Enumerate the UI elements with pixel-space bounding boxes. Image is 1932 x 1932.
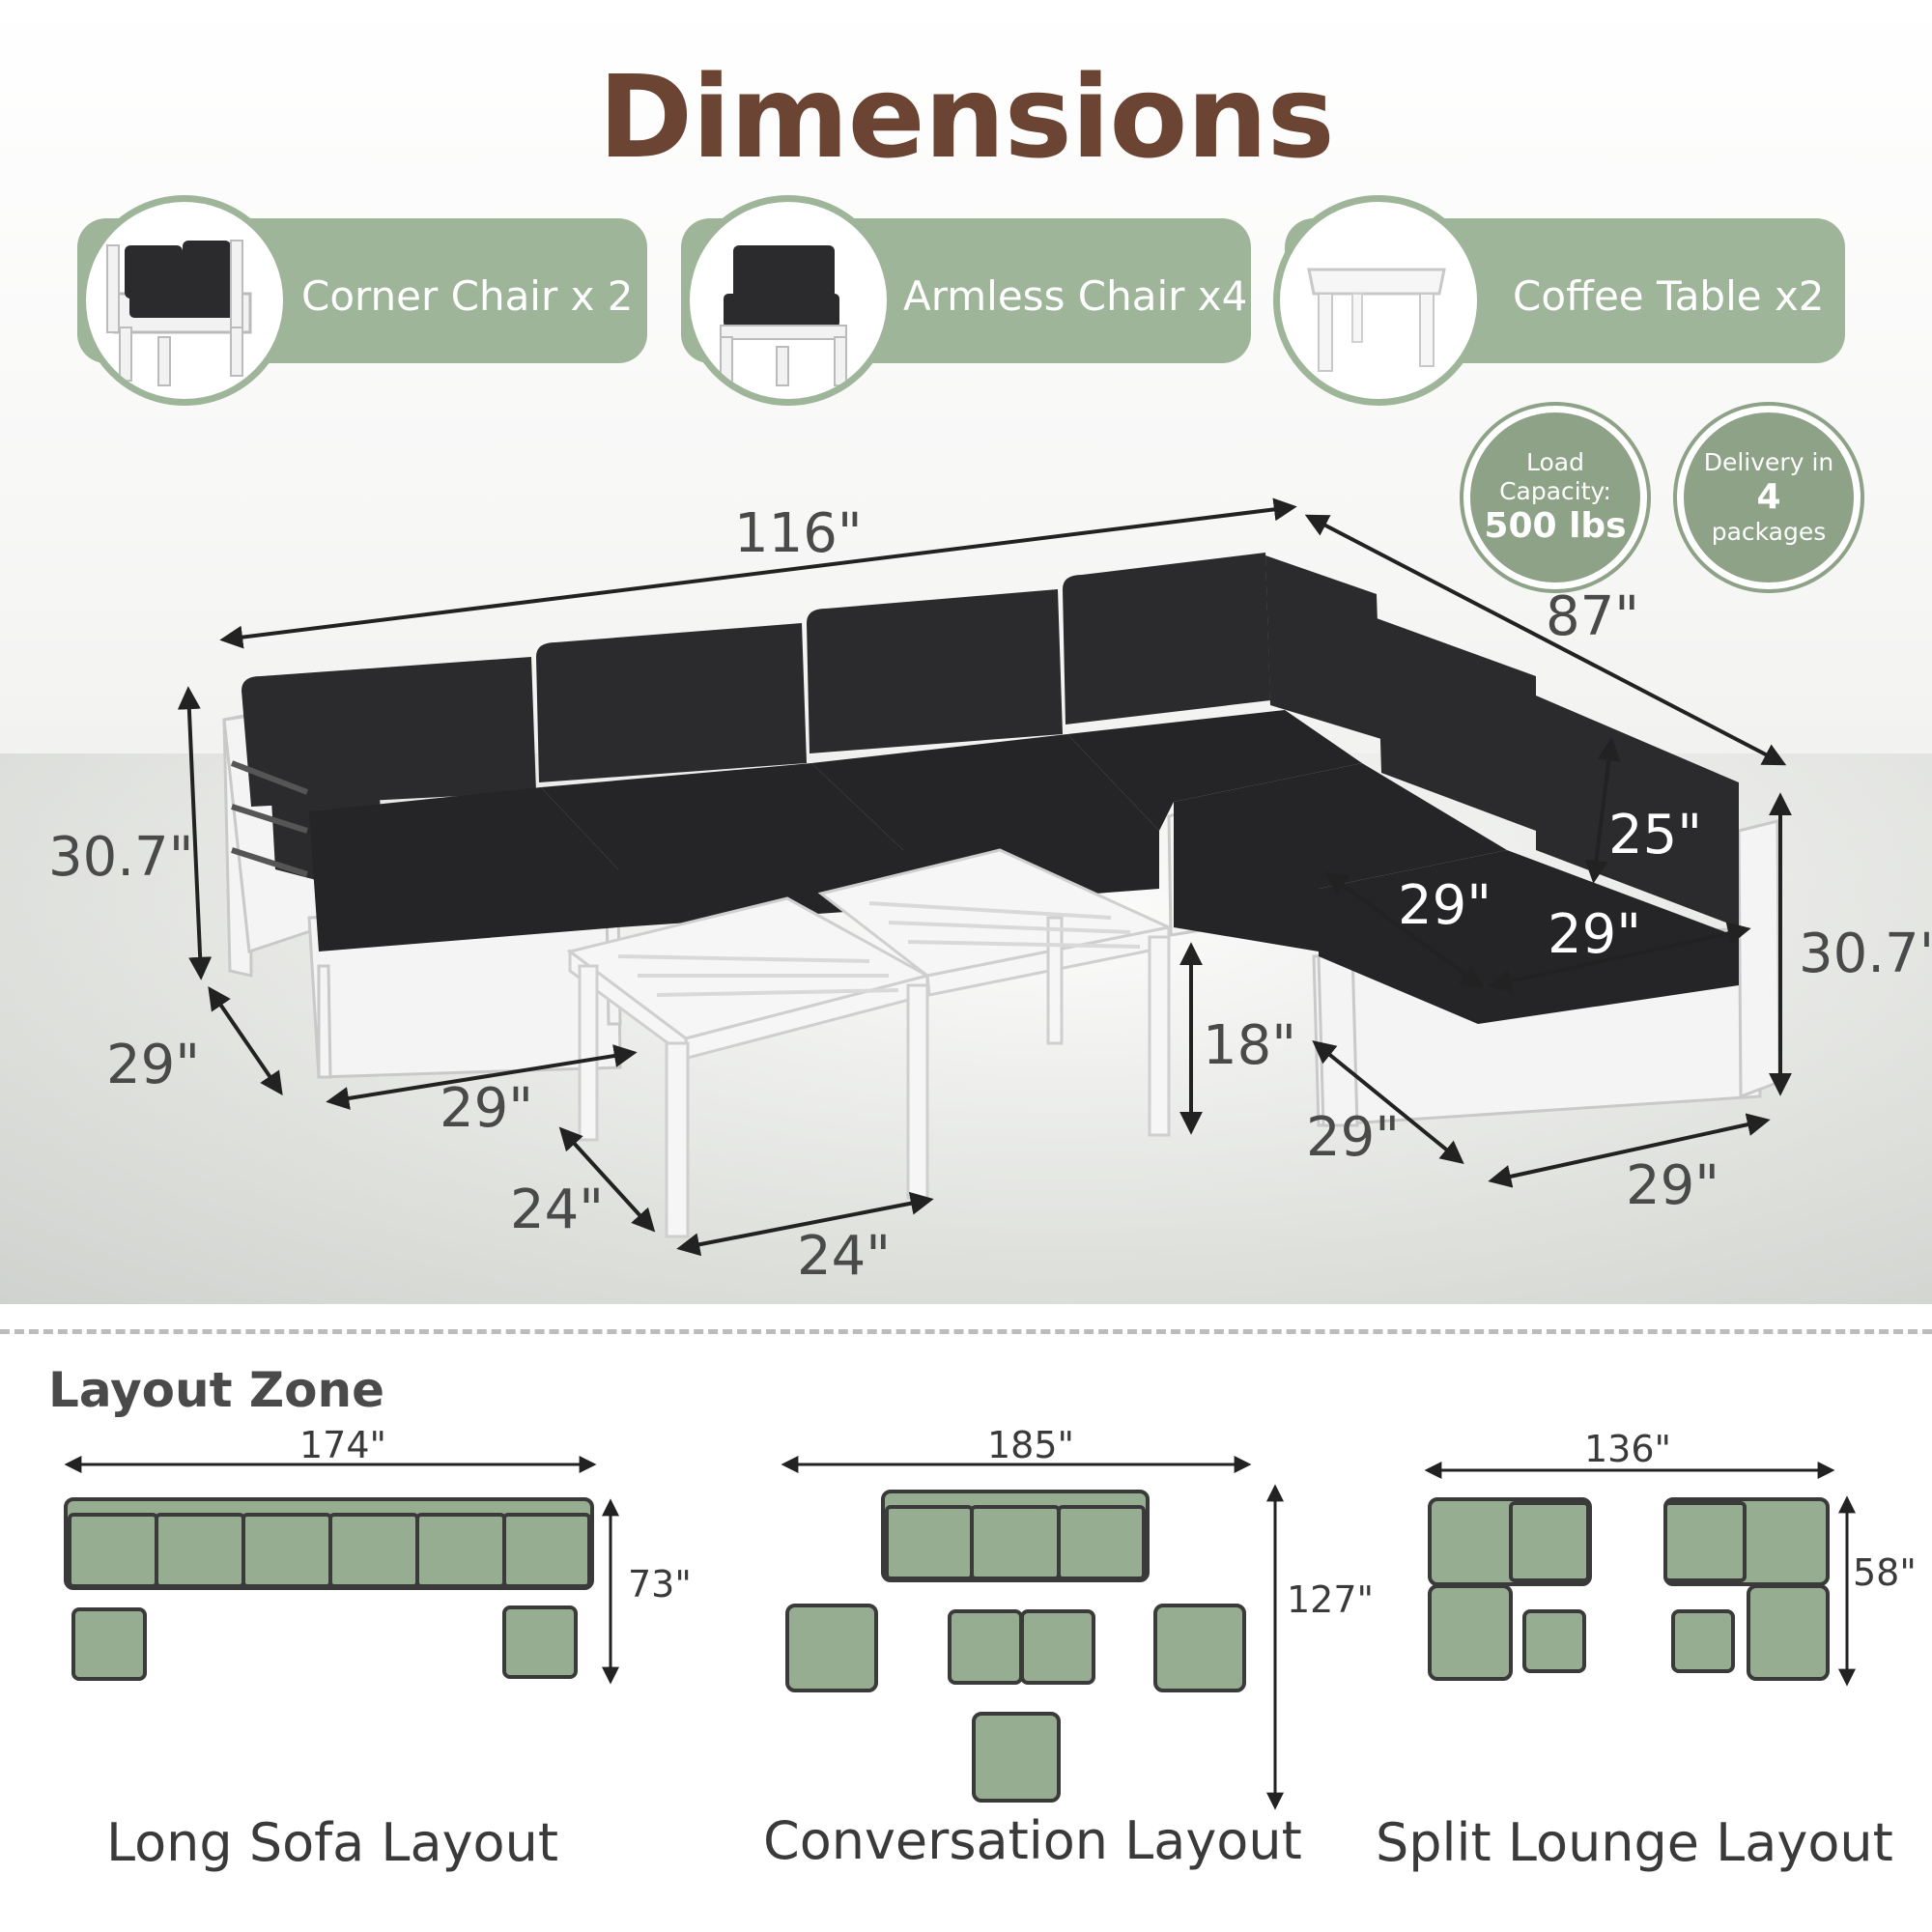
dim-table-width: 24"	[797, 1225, 892, 1288]
dim-seat-depth: 29"	[1398, 874, 1492, 937]
dim-right-depth: 29"	[1306, 1106, 1401, 1169]
table-slats	[617, 901, 1141, 997]
split-lounge-layout-diagram	[1428, 1497, 1830, 1681]
coffee-table-icon	[1273, 195, 1484, 406]
dimension-arrows	[177, 497, 1792, 1257]
left-arm-slats	[230, 760, 309, 877]
armless-chair-icon	[683, 195, 894, 406]
dim-right-front: 29"	[1626, 1154, 1720, 1217]
long-sofa-layout-diagram	[64, 1497, 594, 1681]
conversation-width: 185"	[987, 1424, 1075, 1466]
dim-table-depth: 24"	[510, 1179, 605, 1241]
conversation-caption: Conversation Layout	[763, 1810, 1302, 1871]
dim-back-height: 25"	[1608, 804, 1703, 867]
split-lounge-width: 136"	[1584, 1428, 1672, 1470]
delivery-value: 4	[1756, 477, 1781, 517]
conversation-depth: 127"	[1287, 1578, 1375, 1621]
sofa-illustration	[177, 497, 1792, 1257]
long-sofa-caption: Long Sofa Layout	[106, 1812, 558, 1873]
split-lounge-depth: 58"	[1853, 1551, 1917, 1594]
split-lounge-arrows	[1424, 1462, 1856, 1687]
dim-seat-width: 29"	[1548, 903, 1642, 966]
dim-height-left: 30.7"	[48, 826, 194, 889]
dim-table-height: 18"	[1203, 1014, 1297, 1077]
dim-left-front: 29"	[440, 1077, 534, 1140]
dim-total-width: 116"	[734, 502, 863, 565]
corner-chair-icon	[79, 195, 290, 406]
conversation-layout-diagram	[785, 1490, 1246, 1803]
layout-zone-title: Layout Zone	[48, 1362, 385, 1418]
item-label-corner-chair: Corner Chair x 2	[301, 272, 634, 320]
page-title: Dimensions	[598, 50, 1334, 184]
item-label-armless-chair: Armless Chair x4	[903, 272, 1248, 320]
load-line2: Capacity:	[1499, 477, 1611, 505]
dim-left-depth: 29"	[106, 1034, 201, 1096]
long-sofa-width: 174"	[299, 1424, 387, 1466]
dim-side-length: 87"	[1546, 585, 1640, 648]
conversation-arrows	[781, 1456, 1284, 1810]
long-sofa-arrows	[64, 1456, 619, 1685]
split-lounge-caption: Split Lounge Layout	[1376, 1812, 1893, 1873]
dim-height-right: 30.7"	[1799, 923, 1932, 985]
section-divider	[0, 1329, 1932, 1334]
load-line1: Load	[1526, 448, 1584, 476]
item-label-coffee-table: Coffee Table x2	[1513, 272, 1825, 320]
delivery-line1: Delivery in	[1703, 448, 1834, 476]
long-sofa-depth: 73"	[628, 1563, 692, 1605]
